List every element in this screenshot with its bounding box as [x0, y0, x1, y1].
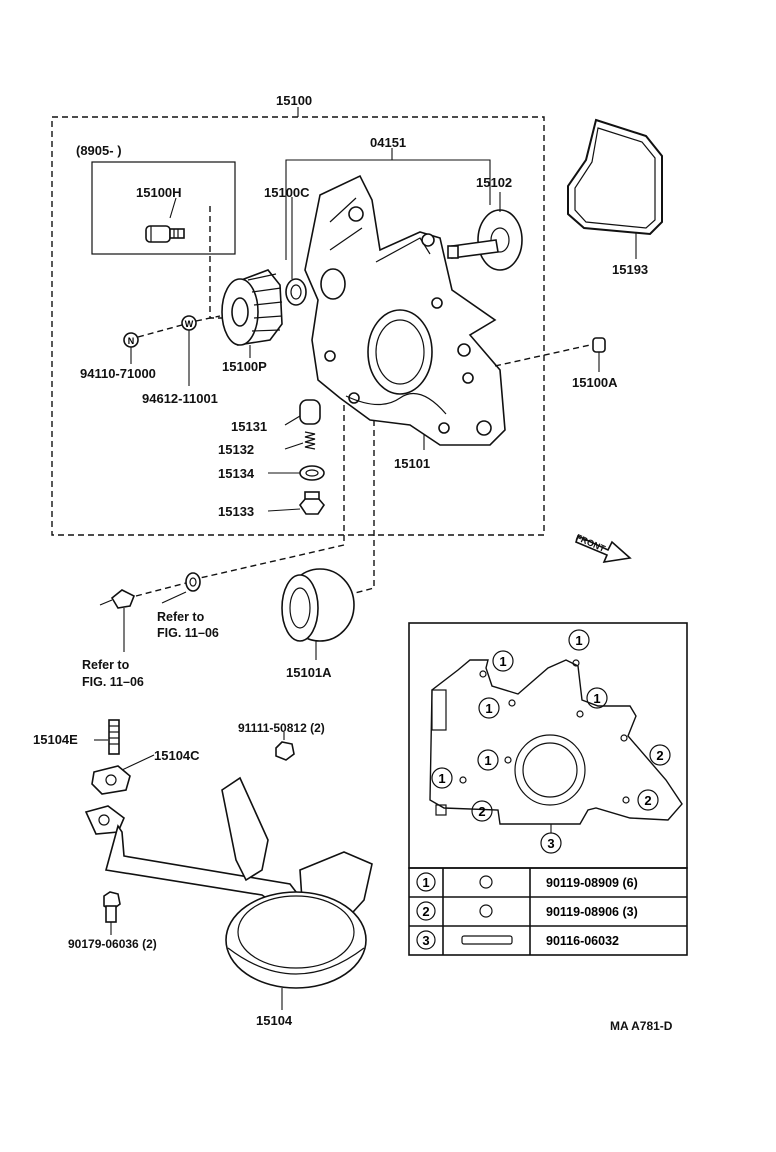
- label-90179-06036: 90179-06036 (2): [68, 937, 157, 951]
- pump-rotor-15102: [447, 209, 523, 271]
- bolt-15100h: [145, 225, 185, 243]
- inset-callout-1c: 1: [478, 697, 500, 719]
- label-15104: 15104: [256, 1013, 293, 1028]
- label-15100a: 15100A: [572, 375, 618, 390]
- inset-cover-outline: [429, 659, 683, 825]
- figure-code: MA A781-D: [610, 1019, 673, 1033]
- label-refer1-line1: Refer to: [157, 610, 205, 624]
- oil-seal-15101a: [281, 568, 355, 642]
- oil-strainer-15104: [84, 776, 373, 989]
- label-15104c: 15104C: [154, 748, 200, 763]
- gasket-15134: [299, 465, 325, 481]
- gasket-15104c: [91, 765, 131, 795]
- oil-pump-body-15101: [304, 174, 506, 446]
- label-15101: 15101: [394, 456, 431, 471]
- bolt-table-part-3: 90116-06032: [546, 934, 619, 948]
- label-15104e: 15104E: [33, 732, 78, 747]
- plug-15100a: [592, 337, 606, 353]
- nut-91111: [275, 741, 295, 761]
- label-refer1-line2: FIG. 11–06: [157, 626, 219, 640]
- label-15132: 15132: [218, 442, 255, 457]
- washer-refer: [185, 572, 201, 592]
- label-94110-71000: 94110-71000: [80, 366, 156, 381]
- washer-94612: W: [181, 315, 197, 331]
- relief-valve-15131: [299, 399, 321, 425]
- bolt-table-key-1: 1: [422, 875, 429, 890]
- svg-text:2: 2: [644, 793, 651, 808]
- svg-text:1: 1: [485, 701, 492, 716]
- inset-callout-1e: 1: [477, 749, 499, 771]
- label-94612-11001: 94612-11001: [142, 391, 218, 406]
- svg-text:1: 1: [484, 753, 491, 768]
- inset-callout-2b: 2: [637, 789, 659, 811]
- bolt-location-inset: [408, 622, 688, 869]
- nut-94110: N: [123, 332, 139, 348]
- inset-callout-1d: 1: [586, 687, 608, 709]
- inset-callout-2c: 2: [471, 800, 493, 822]
- label-15100h: 15100H: [136, 185, 182, 200]
- stud-15104e: [108, 719, 120, 755]
- subassembly-15100h-box: [91, 161, 236, 255]
- drive-gear-15100p: [221, 269, 283, 346]
- bolt-table-part-2: 90119-08906 (3): [546, 905, 638, 919]
- label-refer2-line2: FIG. 11–06: [82, 675, 144, 689]
- oil-seal-15100c: [285, 278, 307, 306]
- inset-callout-1b: 1: [568, 629, 590, 651]
- bolt-table: 1 2 3 90119-08909 (6) 90119-08906 (3) 90…: [408, 867, 688, 956]
- label-15193: 15193: [612, 262, 649, 277]
- bolt-table-key-2: 2: [422, 904, 429, 919]
- svg-text:1: 1: [438, 771, 445, 786]
- svg-text:1: 1: [499, 654, 506, 669]
- label-15100: 15100: [276, 93, 313, 108]
- label-91111-50812: 91111-50812 (2): [238, 721, 325, 735]
- inset-callout-1f: 1: [431, 767, 453, 789]
- bolt-table-key-3: 3: [422, 933, 429, 948]
- svg-text:1: 1: [593, 691, 600, 706]
- bolt-90179: [103, 891, 121, 923]
- svg-text:N: N: [128, 336, 135, 346]
- label-04151: 04151: [370, 135, 407, 150]
- svg-text:2: 2: [656, 748, 663, 763]
- label-refer2-line1: Refer to: [82, 658, 130, 672]
- label-15100c: 15100C: [264, 185, 310, 200]
- spring-15132: [304, 431, 316, 450]
- bolt-table-part-1: 90119-08909 (6): [546, 876, 638, 890]
- label-15134: 15134: [218, 466, 255, 481]
- gasket-15193: [567, 118, 663, 236]
- label-15101a: 15101A: [286, 665, 332, 680]
- svg-text:2: 2: [478, 804, 485, 819]
- label-date-code: (8905- ): [76, 143, 122, 158]
- label-15102: 15102: [476, 175, 513, 190]
- front-direction-arrow: [575, 534, 632, 564]
- svg-text:3: 3: [547, 836, 554, 851]
- oil-pressure-switch: [99, 589, 136, 609]
- label-15131: 15131: [231, 419, 268, 434]
- inset-callout-2a: 2: [649, 744, 671, 766]
- inset-callout-1a: 1: [492, 650, 514, 672]
- label-15100p: 15100P: [222, 359, 267, 374]
- svg-text:W: W: [185, 319, 194, 329]
- plug-15133: [298, 491, 326, 515]
- svg-text:1: 1: [575, 633, 582, 648]
- label-15133: 15133: [218, 504, 255, 519]
- inset-callout-3: 3: [540, 832, 562, 854]
